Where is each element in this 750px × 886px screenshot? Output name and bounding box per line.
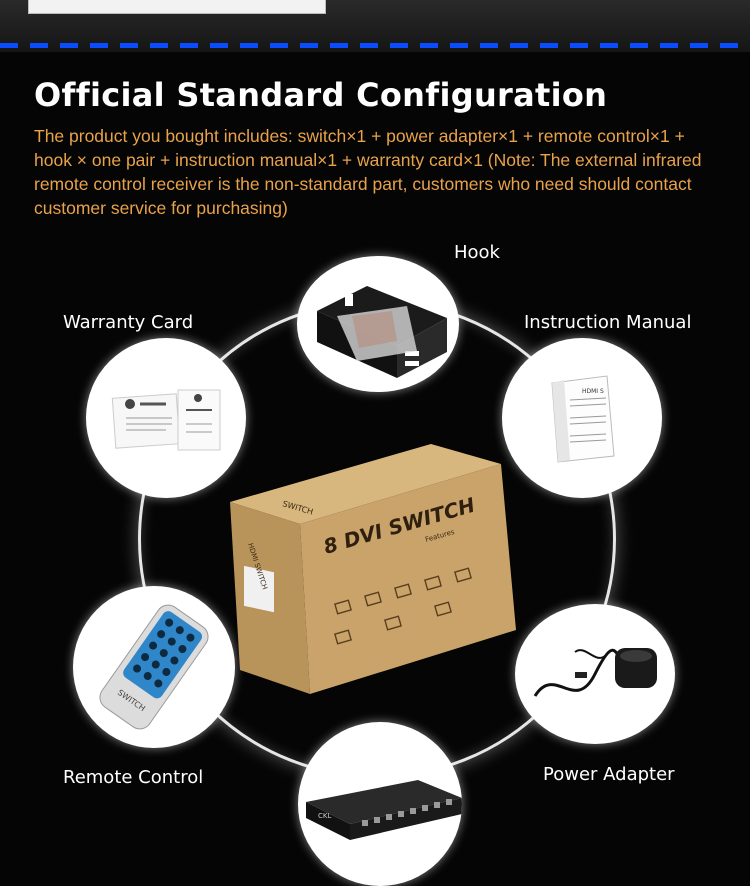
- instruction-manual-label: Instruction Manual: [524, 312, 692, 333]
- remote-control-circle: SWITCH: [73, 586, 235, 748]
- switch-logo-text: CKL: [318, 812, 331, 820]
- product-box-image: 8 DVI SWITCH Features HDMI SWITCH SWITCH: [230, 444, 516, 694]
- power-adapter-label: Power Adapter: [543, 764, 675, 785]
- power-adapter-image: [533, 648, 657, 697]
- power-adapter-circle: [515, 604, 675, 744]
- product-box: 8 DVI SWITCH Features HDMI SWITCH SWITCH: [226, 432, 556, 706]
- instruction-manual-circle: HDMI S: [502, 338, 662, 498]
- hook-label: Hook: [454, 242, 500, 263]
- remote-control-label: Remote Control: [63, 767, 204, 788]
- blue-dashed-divider: [0, 43, 750, 48]
- hook-bracket-image: [317, 286, 447, 378]
- top-card-edge: [28, 0, 326, 14]
- hook-circle: [297, 256, 459, 392]
- page-title: Official Standard Configuration: [34, 76, 608, 114]
- remote-control-image: SWITCH: [99, 604, 209, 730]
- package-description: The product you bought includes: switch×…: [34, 126, 702, 218]
- switch-unit-image: CKL: [306, 780, 462, 840]
- manual-header-text: HDMI S: [582, 388, 604, 395]
- warranty-card-label: Warranty Card: [63, 312, 194, 333]
- instruction-manual-image: HDMI S: [551, 375, 615, 463]
- switch-unit-circle: CKL: [298, 722, 462, 886]
- warranty-card-circle: [86, 338, 246, 498]
- warranty-card-image: [111, 389, 221, 451]
